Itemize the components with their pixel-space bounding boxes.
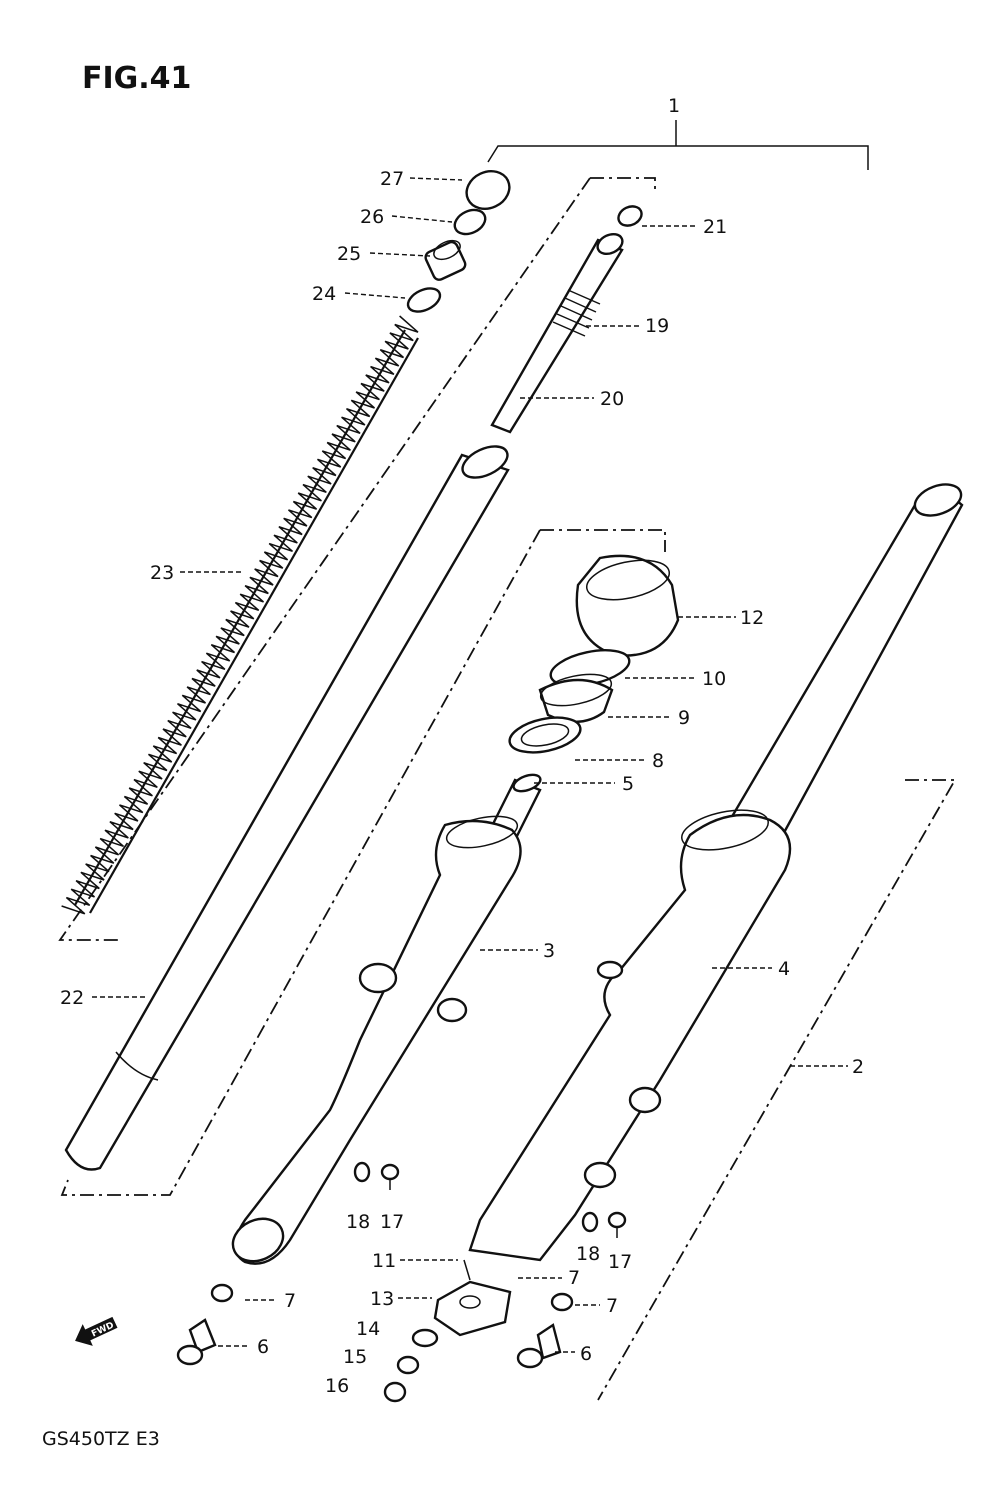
callout-4: 4 <box>778 958 790 980</box>
fork-tube-part-4 <box>728 483 964 842</box>
callout-21: 21 <box>703 216 727 238</box>
callout-24: 24 <box>312 283 336 305</box>
boss-right <box>436 997 468 1023</box>
callout-22: 22 <box>60 987 84 1009</box>
oil-seal-part-8 <box>508 716 582 754</box>
callout-labels: 1 2 3 4 5 6 6 7 7 7 8 9 10 11 12 13 14 1… <box>60 95 864 1397</box>
callout-16: 16 <box>325 1375 349 1397</box>
callout-13: 13 <box>370 1288 394 1310</box>
dust-seal-part-12 <box>575 554 680 657</box>
damper-rod-part-20 <box>490 232 624 434</box>
callout-8: 8 <box>652 750 664 772</box>
callout-18-left: 18 <box>346 1211 370 1233</box>
callout-3: 3 <box>543 940 555 962</box>
bolt-part-6-left <box>176 1318 217 1366</box>
inner-tube-part-22 <box>64 445 510 1171</box>
screw-part-17-left <box>380 1163 400 1190</box>
fork-spring-part-23 <box>61 315 419 915</box>
callout-14: 14 <box>356 1318 380 1340</box>
callout-9: 9 <box>678 707 690 729</box>
fork-cap-part-27 <box>465 170 511 210</box>
axle-holder-part-13 <box>433 1280 512 1337</box>
bracket-assembly-2 <box>597 779 957 1401</box>
callout-26: 26 <box>360 206 384 228</box>
outer-tube-part-3 <box>231 815 522 1265</box>
callout-23: 23 <box>150 562 174 584</box>
bracket-assembly-1 <box>487 145 869 170</box>
washer-part-24 <box>406 287 442 313</box>
model-code: GS450TZ E3 <box>42 1428 160 1450</box>
washer-part-18-left <box>353 1161 371 1183</box>
bracket-slider-left <box>60 529 541 1196</box>
bracket-slider-top <box>540 529 666 552</box>
stud-part-11 <box>463 1259 471 1281</box>
callout-18-right: 18 <box>576 1243 600 1265</box>
callout-12: 12 <box>740 607 764 629</box>
callout-11: 11 <box>372 1250 396 1272</box>
bracket-inner-top <box>590 177 656 192</box>
leader-lines <box>92 177 848 1353</box>
nut-part-16 <box>383 1381 407 1403</box>
fwd-arrow-icon: FWD <box>75 1316 118 1346</box>
callout-1: 1 <box>668 95 680 117</box>
boss-left <box>358 962 398 994</box>
bolt-part-6-right <box>516 1323 562 1369</box>
callout-20: 20 <box>600 388 624 410</box>
callout-27: 27 <box>380 168 404 190</box>
callout-25: 25 <box>337 243 361 265</box>
o-ring-part-26 <box>453 208 487 236</box>
callout-19: 19 <box>645 315 669 337</box>
screw-part-17-right <box>607 1211 627 1238</box>
figure-title: FIG.41 <box>82 61 191 96</box>
gasket-part-7-left <box>210 1283 234 1303</box>
callout-10: 10 <box>702 668 726 690</box>
bracket-inner-left <box>58 177 591 941</box>
rebound-spring-part-19 <box>552 289 601 337</box>
callout-7-left: 7 <box>284 1290 296 1312</box>
spacer-part-25 <box>424 239 467 281</box>
washer-part-14 <box>411 1328 439 1348</box>
outer-tube-assy-part-2 <box>468 809 792 1262</box>
callout-2: 2 <box>852 1056 864 1078</box>
callout-17-right: 17 <box>608 1251 632 1273</box>
washer-part-18-right <box>581 1211 599 1233</box>
callout-15: 15 <box>343 1346 367 1368</box>
washer-part-15 <box>396 1355 420 1375</box>
callout-17-left: 17 <box>380 1211 404 1233</box>
ring-part-21 <box>617 205 643 227</box>
assembly-brackets <box>58 120 957 1401</box>
gasket-part-7-right <box>550 1292 574 1312</box>
callout-6-right: 6 <box>580 1343 592 1365</box>
callout-5: 5 <box>622 773 634 795</box>
callout-7-right: 7 <box>606 1295 618 1317</box>
callout-7-middle: 7 <box>568 1267 580 1289</box>
callout-6-left: 6 <box>257 1336 269 1358</box>
